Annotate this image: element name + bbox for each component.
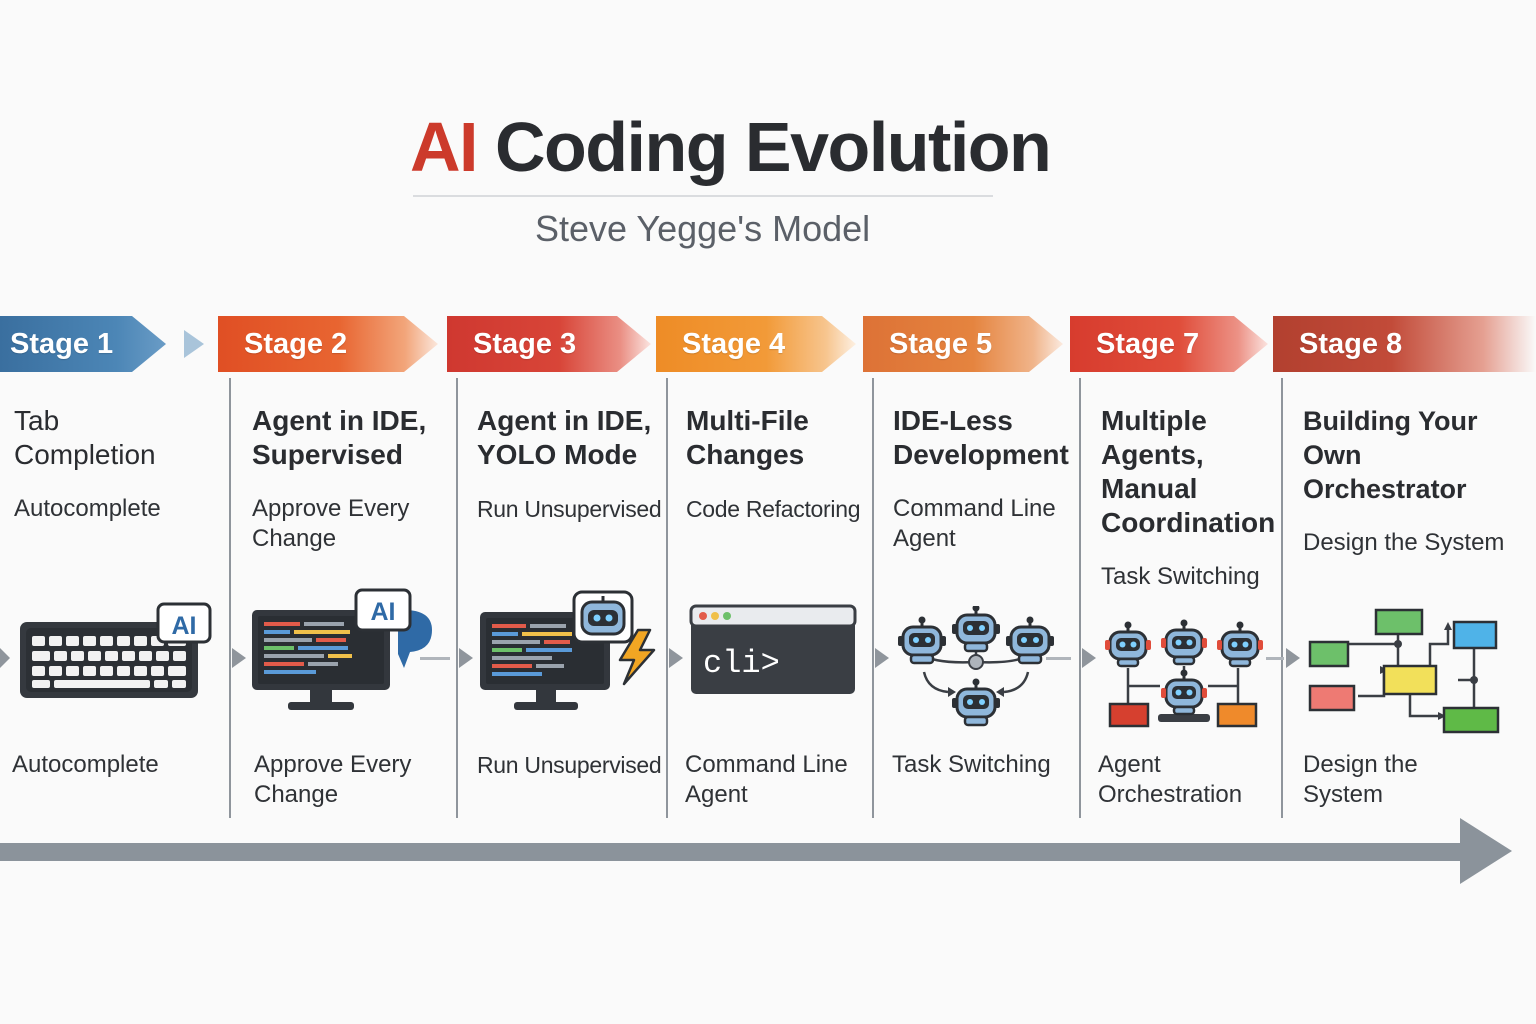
stage-4-badge: cli> <box>703 645 780 682</box>
stage-5-description: Command Line Agent <box>893 495 1056 552</box>
keyboard-ai-icon: AI <box>20 602 212 698</box>
stage-1-description: Autocomplete <box>14 495 161 522</box>
stage-banner-3: Stage 3 <box>447 316 651 372</box>
title-accent: AI <box>410 108 479 186</box>
stage-1-heading: Tab Completion <box>14 405 156 470</box>
stage-7-description: Task Switching <box>1101 563 1260 590</box>
stage-label-1: Stage 1 <box>10 327 114 360</box>
page-subtitle: Steve Yegge's Model <box>535 208 871 249</box>
stage-label-3: Stage 3 <box>473 327 577 360</box>
connector-arrow-icon <box>232 648 246 668</box>
stage-2-column: Agent in IDE, Supervised Approve Every C… <box>252 404 450 554</box>
monitor-ai-chat-icon: AI <box>252 588 432 710</box>
stage-3-caption: Run Unsupervised <box>477 752 662 778</box>
connector-line <box>1046 657 1071 660</box>
stage-8-column: Building Your Own Orchestrator Design th… <box>1303 404 1531 558</box>
terminal-cli-icon: cli> <box>689 604 857 694</box>
stage-banner-8: Stage 8 <box>1273 316 1536 372</box>
column-divider <box>872 378 874 818</box>
column-divider <box>456 378 458 818</box>
stage-2-badge: AI <box>371 598 396 626</box>
stage-banner-4: Stage 4 <box>656 316 856 372</box>
connector-arrow-icon <box>669 648 683 668</box>
robot-orchestration-icon <box>1103 618 1265 728</box>
monitor-robot-lightning-icon <box>480 590 656 710</box>
column-divider <box>1079 378 1081 818</box>
title-underline <box>413 195 993 197</box>
connector-arrow-icon <box>0 648 10 668</box>
stage-banner-1: Stage 1 <box>0 316 166 372</box>
stage-label-7: Stage 7 <box>1096 327 1200 360</box>
connector-line <box>420 657 450 660</box>
stage-label-2: Stage 2 <box>244 327 348 360</box>
stage-banner-2: Stage 2 <box>218 316 438 372</box>
connector-arrow-icon <box>875 648 889 668</box>
stage-8-heading: Building Your Own Orchestrator <box>1303 406 1478 504</box>
stage-1-caption: Autocomplete <box>12 751 159 778</box>
stage-4-description: Code Refactoring <box>686 496 861 522</box>
page-title: AI Coding Evolution <box>410 112 1052 182</box>
stage-7-column: Multiple Agents, Manual Coordination Tas… <box>1101 404 1277 592</box>
stage-4-caption: Command Line Agent <box>685 751 848 808</box>
timeline-arrow-shaft <box>0 843 1466 861</box>
stage-2-heading: Agent in IDE, Supervised <box>252 405 427 470</box>
stage-3-description: Run Unsupervised <box>477 496 662 522</box>
stage-label-5: Stage 5 <box>889 327 993 360</box>
stage-banner-5: Stage 5 <box>863 316 1063 372</box>
stage-banner-7: Stage 7 <box>1070 316 1268 372</box>
timeline-arrow-head-icon <box>1460 818 1512 884</box>
stage-4-heading: Multi-File Changes <box>686 405 809 470</box>
robot-network-icon <box>896 606 1056 727</box>
stage-2-description: Approve Every Change <box>252 495 410 552</box>
connector-arrow-icon <box>1082 648 1096 668</box>
column-divider <box>1281 378 1283 818</box>
stage-1-column: Tab Completion Autocomplete <box>14 404 219 524</box>
stage-8-caption: Design the System <box>1303 751 1418 808</box>
stage-4-column: Multi-File Changes Code Refactoring <box>686 404 868 524</box>
stage-8-description: Design the System <box>1303 529 1505 556</box>
stage-7-caption: Agent Orchestration <box>1098 751 1243 808</box>
column-divider <box>229 378 231 818</box>
stage-label-4: Stage 4 <box>682 327 786 360</box>
connector-arrow-icon <box>459 648 473 668</box>
title-main: Coding Evolution <box>494 108 1052 186</box>
stage-1-badge: AI <box>172 612 197 640</box>
stage-3-heading: Agent in IDE, YOLO Mode <box>477 405 652 470</box>
stage-5-column: IDE-Less Development Command Line Agent <box>893 404 1075 554</box>
stage-5-heading: IDE-Less Development <box>893 405 1069 470</box>
stage-2-caption: Approve Every Change <box>254 751 412 808</box>
stage-5-caption: Task Switching <box>892 751 1051 778</box>
stage-3-column: Agent in IDE, YOLO Mode Run Unsupervised <box>477 404 667 524</box>
connector-arrow-icon <box>1286 648 1300 668</box>
connector-line <box>1266 657 1284 660</box>
stage-7-heading: Multiple Agents, Manual Coordination <box>1101 405 1276 538</box>
column-divider <box>666 378 668 818</box>
system-diagram-icon <box>1308 608 1500 734</box>
stage-1-chevron-icon <box>184 330 204 358</box>
stage-label-8: Stage 8 <box>1299 327 1403 360</box>
